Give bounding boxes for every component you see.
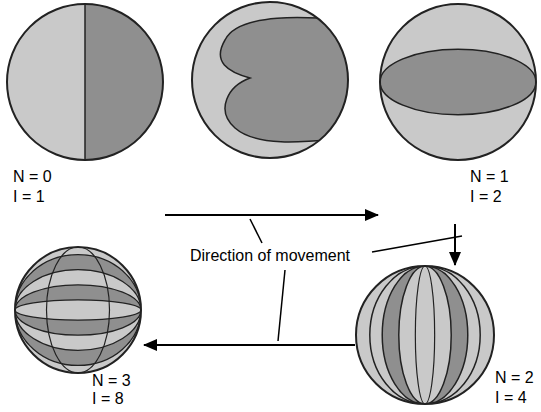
- i-value-label: I = 4: [495, 389, 527, 406]
- leader-line: [278, 270, 285, 341]
- sphere-pattern: [380, 49, 536, 115]
- transition-sphere: [192, 2, 348, 158]
- sphere-node: N = 0 I = 1: [5, 2, 165, 224]
- sphere-node: N = 1 I = 2: [378, 2, 538, 224]
- i-value-label: I = 1: [13, 188, 45, 205]
- i-value-label: I = 2: [470, 188, 502, 205]
- sphere-figure: [355, 265, 537, 409]
- leader-line: [372, 236, 462, 252]
- annotation-label: Direction of movement: [190, 247, 350, 265]
- movement-arrow: [454, 224, 456, 265]
- i-value-label: I = 8: [92, 390, 124, 407]
- n-value-label: N = 0: [13, 168, 52, 185]
- sphere-pattern: [370, 266, 480, 404]
- n-value-label: N = 3: [92, 372, 131, 389]
- movement-arrow: [144, 344, 355, 346]
- n-value-label: N = 1: [470, 168, 509, 185]
- movement-arrow: [165, 214, 378, 216]
- sphere-pattern: [85, 4, 163, 160]
- n-value-label: N = 2: [495, 369, 534, 386]
- sphere-node: N = 2 I = 4: [355, 265, 537, 409]
- sphere-figure: [378, 2, 538, 224]
- sphere-node: N = 3I = 8: [14, 246, 144, 410]
- leader-line: [250, 219, 262, 243]
- sphere-pattern: [15, 247, 141, 373]
